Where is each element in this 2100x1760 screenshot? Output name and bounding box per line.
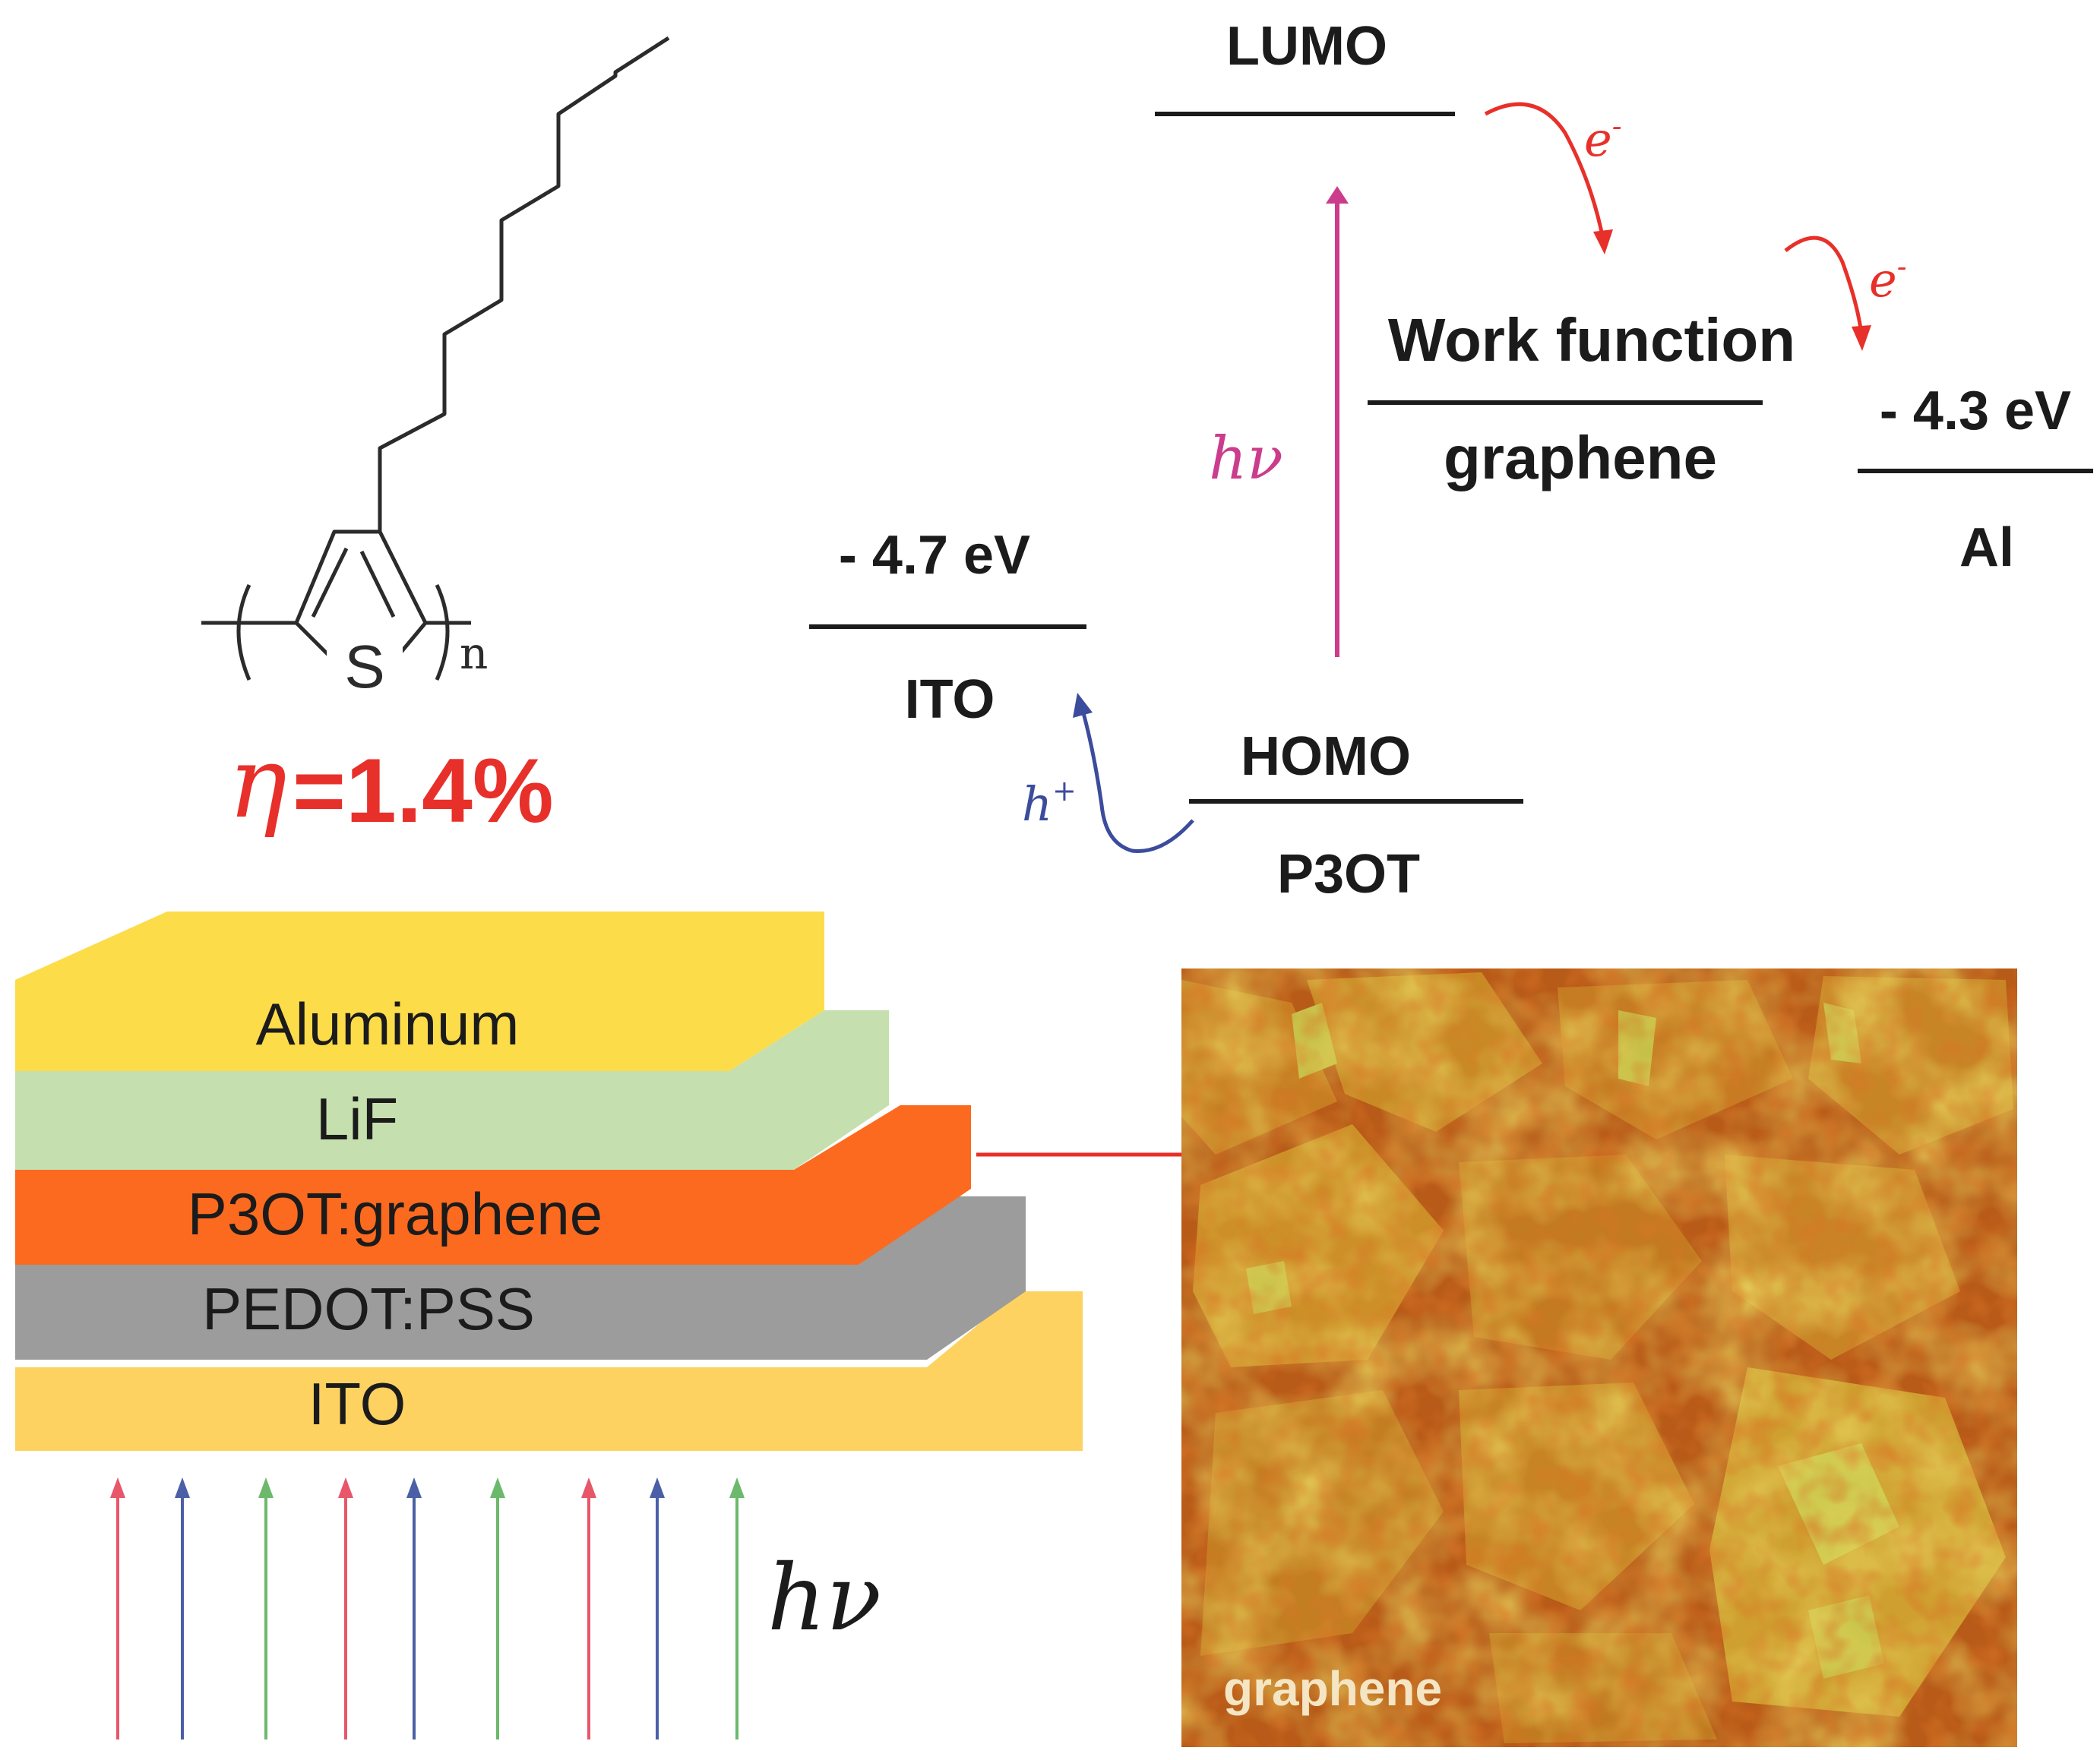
illumination-ray-arrowhead	[258, 1477, 274, 1498]
excitation-label: hν	[1209, 425, 1283, 493]
device-stack: Aluminum LiF P3OT:graphene PEDOT:PSS ITO	[15, 912, 1083, 1451]
illumination-ray-arrowhead	[490, 1477, 505, 1498]
efficiency-value: =1.4%	[293, 740, 554, 842]
ito-label: ITO	[905, 669, 995, 730]
illumination-ray-arrowhead	[650, 1477, 665, 1498]
layer-label-ito: ITO	[308, 1370, 406, 1437]
al-energy-label: - 4.3 eV	[1880, 381, 2071, 441]
electron-label-1: e-	[1584, 109, 1622, 167]
illumination-ray-arrowhead	[581, 1477, 596, 1498]
layer-lif	[15, 1010, 889, 1170]
p3ot-label: P3OT	[1277, 844, 1420, 905]
repeat-subscript: n	[460, 627, 488, 679]
octyl-chain	[378, 36, 670, 532]
layer-active	[15, 1105, 971, 1265]
electron-arrow-2	[1784, 235, 1864, 335]
sulfur-label: S	[344, 633, 384, 700]
layer-pedot	[15, 1196, 1026, 1360]
homo-label: HOMO	[1241, 726, 1411, 787]
lumo-label: LUMO	[1226, 16, 1387, 77]
ito-energy-label: - 4.7 eV	[839, 525, 1030, 586]
illumination-ray-arrowhead	[175, 1477, 190, 1498]
bracket-right	[435, 583, 450, 681]
electron-arrow-1	[1484, 102, 1605, 240]
hole-arrow	[1080, 709, 1194, 853]
hole-label: h+	[1022, 774, 1077, 832]
p3ot-structure	[201, 36, 670, 681]
energy-level-diagram: LUMO HOMO P3OT - 4.7 eV ITO Work functio…	[809, 16, 2093, 905]
illumination-rays	[110, 1477, 745, 1739]
illumination-ray-arrowhead	[729, 1477, 745, 1498]
layer-label-aluminum: Aluminum	[256, 991, 520, 1057]
graphene-level-label: graphene	[1444, 424, 1717, 491]
layer-label-active: P3OT:graphene	[188, 1180, 602, 1247]
afm-image: graphene	[1181, 968, 2017, 1747]
efficiency-symbol: η	[228, 725, 287, 840]
al-label: Al	[1959, 517, 2014, 578]
illumination-ray-arrowhead	[110, 1477, 125, 1498]
illumination-ray-arrowhead	[406, 1477, 422, 1498]
illumination-ray-arrowhead	[338, 1477, 353, 1498]
bracket-left	[236, 583, 251, 681]
afm-label: graphene	[1223, 1661, 1442, 1716]
layer-ito	[15, 1291, 1083, 1451]
layer-aluminum	[15, 912, 824, 1071]
layer-label-lif: LiF	[316, 1085, 398, 1152]
electron-label-2: e-	[1869, 250, 1907, 308]
illumination-label: hν	[767, 1546, 881, 1651]
excitation-arrowhead	[1326, 186, 1349, 204]
layer-label-pedot: PEDOT:PSS	[202, 1275, 535, 1342]
work-function-label: Work function	[1388, 306, 1795, 374]
